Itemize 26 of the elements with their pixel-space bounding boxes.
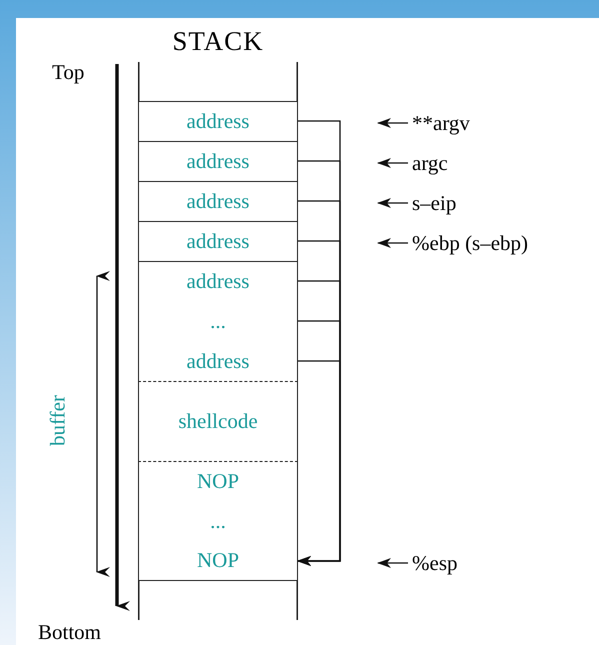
cell-text: address [186,350,250,372]
pointer-arrow [377,198,408,208]
pointer-line [297,360,341,566]
cell-text: shellcode [178,411,258,432]
cell-text: address [186,191,250,212]
cell-text: address [186,231,250,252]
top-label: Top [52,60,84,85]
cell-text: NOP [196,550,239,571]
register-label: %ebp (s–ebp) [412,230,528,256]
bottom-label: Bottom [38,620,102,645]
cell-text: NOP [196,471,239,492]
stack-heading: STACK [171,26,265,57]
pointer-arrow [377,558,408,568]
buffer-label: buffer [46,394,70,448]
cell-text: ... [210,310,226,332]
register-label: argc [412,150,448,176]
pointer-arrow [377,238,408,248]
register-label: %esp [412,550,458,576]
cell-text: address [186,111,250,132]
pointer-arrow [377,118,408,128]
cell-text: ... [210,510,226,532]
cell-text: address [186,151,250,172]
pointer-arrow [377,158,408,168]
register-label: **argv [412,110,470,136]
cell-text: address [186,271,250,292]
register-label: s–eip [412,190,456,216]
